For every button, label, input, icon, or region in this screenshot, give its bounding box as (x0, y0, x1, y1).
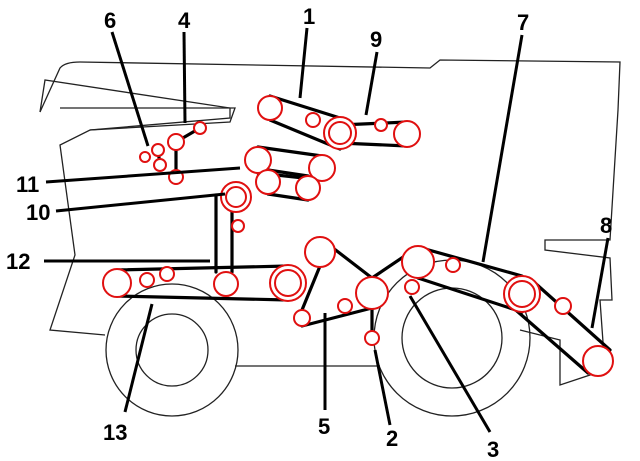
pulley (337, 298, 353, 314)
pulley (213, 271, 239, 297)
pulley (355, 276, 389, 310)
label-13: 13 (103, 420, 127, 445)
pulley (393, 120, 421, 148)
label-8: 8 (600, 213, 612, 238)
label-7: 7 (517, 10, 529, 35)
pulley (193, 121, 207, 135)
callout-arrows (44, 27, 610, 433)
pulley (445, 257, 461, 273)
pulley (554, 297, 572, 315)
machine-outline (39, 59, 621, 417)
label-2: 2 (386, 426, 398, 451)
label-11: 11 (16, 172, 39, 197)
pulley (304, 236, 336, 268)
pulley (255, 169, 281, 195)
pulleys (102, 95, 614, 377)
pulley (159, 266, 175, 282)
pulley (139, 272, 155, 288)
label-3: 3 (487, 437, 499, 461)
pulley (404, 279, 420, 295)
pulley (153, 158, 167, 172)
pulley-inner-ring (225, 186, 247, 208)
pulley (167, 133, 185, 151)
pulley (374, 118, 388, 132)
pulley (401, 245, 435, 279)
pulley (582, 345, 614, 377)
pulley (295, 175, 321, 201)
pulley (364, 330, 380, 346)
callout-labels: 1 2 3 4 5 6 7 8 9 10 11 12 13 (6, 4, 612, 461)
label-5: 5 (318, 414, 330, 439)
pulley-inner-ring (328, 121, 352, 145)
pulley (244, 146, 272, 174)
pulley (305, 112, 321, 128)
belts (115, 94, 612, 375)
pulley (257, 95, 283, 121)
pulley (293, 309, 311, 327)
pulley-inner-ring (274, 269, 302, 297)
pulley (231, 219, 245, 233)
pulley (139, 151, 151, 163)
label-12: 12 (6, 249, 30, 274)
label-1: 1 (303, 4, 315, 29)
pulley (151, 143, 165, 157)
label-10: 10 (26, 200, 50, 225)
label-6: 6 (104, 8, 116, 33)
pulley (308, 154, 336, 182)
pulley-inner-ring (508, 280, 536, 308)
pulley (102, 268, 132, 298)
label-9: 9 (370, 27, 382, 52)
label-4: 4 (178, 8, 191, 33)
